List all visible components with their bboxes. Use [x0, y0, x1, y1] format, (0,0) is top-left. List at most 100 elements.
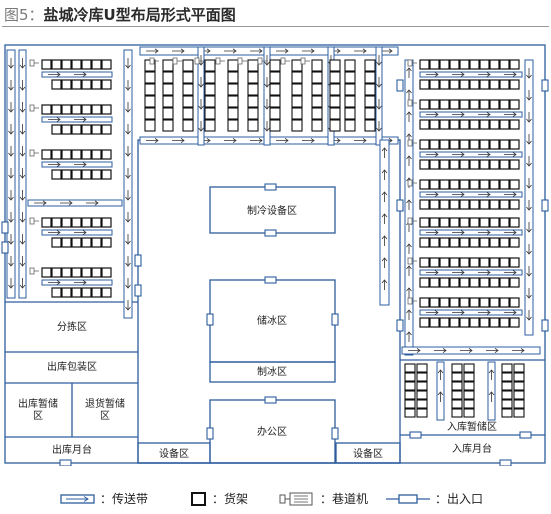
- shelf-unit: [419, 119, 430, 130]
- shelf-unit: [469, 217, 480, 228]
- shelf-unit: [344, 107, 356, 120]
- shelf-unit: [469, 179, 480, 190]
- zone-label-outbound-packing: 出库包装区: [47, 360, 97, 373]
- shelf-unit: [227, 71, 239, 84]
- shelf-unit: [344, 59, 356, 72]
- shelf-unit: [182, 83, 194, 96]
- shelf-unit: [291, 95, 303, 108]
- shelf-unit: [71, 169, 82, 180]
- figure-title: 图5：盐城冷库U型布局形式平面图: [4, 4, 236, 25]
- shelf-unit: [329, 59, 341, 72]
- shelf-unit: [144, 71, 156, 84]
- shelf-unit: [71, 59, 82, 70]
- shelf-unit: [144, 95, 156, 108]
- shelf-unit: [269, 119, 281, 132]
- shelf-unit: [469, 277, 480, 288]
- shelf-unit: [61, 124, 72, 135]
- shelf-unit: [227, 59, 239, 72]
- shelf-unit: [509, 217, 520, 228]
- shelf-unit: [291, 83, 303, 96]
- shelf-unit: [81, 104, 92, 115]
- shelf-unit: [419, 179, 430, 190]
- shelf-unit: [329, 119, 341, 132]
- shelf-unit: [429, 199, 440, 210]
- shelf-unit: [71, 124, 82, 135]
- shelf-unit: [269, 59, 281, 72]
- conveyor-belt: [419, 191, 523, 198]
- shelf-unit: [489, 317, 500, 328]
- door-marker: [206, 427, 214, 440]
- stacker-machine: [280, 57, 290, 65]
- shelf-unit: [469, 237, 480, 248]
- shelf-unit: [459, 79, 470, 90]
- shelf-unit: [182, 119, 194, 132]
- shelf-unit: [81, 169, 92, 180]
- door-marker: [264, 396, 277, 404]
- shelf-unit: [291, 59, 303, 72]
- shelf-unit: [513, 372, 525, 382]
- legend-item-stacker: ：巷道机: [278, 490, 368, 507]
- conveyor-belt: [524, 59, 534, 336]
- shelf-unit: [479, 139, 490, 150]
- shelf-unit: [419, 277, 430, 288]
- stacker-machine: [29, 149, 39, 157]
- floor-plan: 分拣区 出库包装区 出库暂储区 退货暂储区 出库月台 设备区 制冷设备区 储冰区…: [1, 44, 549, 466]
- shelf-unit: [162, 95, 174, 108]
- shelf-unit: [449, 159, 460, 170]
- shelf-unit: [469, 297, 480, 308]
- shelf-unit: [182, 59, 194, 72]
- shelf-unit: [311, 119, 323, 132]
- shelf-unit: [61, 79, 72, 90]
- legend-item-conveyor: ：传送带: [60, 490, 148, 507]
- shelf-unit: [329, 95, 341, 108]
- shelf-unit: [479, 59, 490, 70]
- shelf-unit: [71, 79, 82, 90]
- conveyor-belt: [419, 71, 523, 78]
- shelf-unit: [463, 399, 475, 409]
- shelf-unit: [101, 267, 112, 278]
- shelf-unit: [419, 159, 430, 170]
- shelf-unit: [449, 257, 460, 268]
- shelf-unit: [449, 297, 460, 308]
- shelf-unit: [513, 381, 525, 391]
- door-marker: [396, 199, 404, 212]
- shelf-unit: [501, 363, 513, 373]
- shelf-unit: [499, 119, 510, 130]
- shelf-unit: [479, 119, 490, 130]
- shelf-unit: [509, 317, 520, 328]
- shelf-unit: [101, 104, 112, 115]
- conveyor-belt: [41, 229, 113, 236]
- shelf-unit: [61, 287, 72, 298]
- shelf-unit: [469, 317, 480, 328]
- shelf-unit: [81, 267, 92, 278]
- shelf-unit: [469, 119, 480, 130]
- shelf-unit: [489, 119, 500, 130]
- conveyor-belt: [419, 151, 523, 158]
- shelf-unit: [269, 71, 281, 84]
- zone-label-office: 办公区: [257, 425, 287, 438]
- shelf-unit: [247, 71, 259, 84]
- shelf-unit: [81, 149, 92, 160]
- shelf-unit: [204, 119, 216, 132]
- shelf-unit: [81, 217, 92, 228]
- door-marker: [541, 79, 549, 92]
- shelf-unit: [449, 59, 460, 70]
- stacker-machine: [172, 57, 182, 65]
- shelf-unit: [499, 237, 510, 248]
- shelf-unit: [489, 257, 500, 268]
- door-layer: [1, 79, 549, 466]
- shelf-unit: [489, 217, 500, 228]
- shelf-unit: [41, 149, 52, 160]
- shelf-unit: [459, 139, 470, 150]
- shelf-unit: [101, 59, 112, 70]
- conveyor-belt: [263, 46, 271, 146]
- shelf-unit: [71, 149, 82, 160]
- shelf-unit: [404, 390, 416, 400]
- shelf-unit: [513, 390, 525, 400]
- shelf-unit: [51, 267, 62, 278]
- shelf-unit: [479, 159, 490, 170]
- zone-label-sorting: 分拣区: [57, 320, 87, 333]
- shelf-unit: [479, 217, 490, 228]
- shelf-unit: [101, 79, 112, 90]
- shelf-unit: [227, 83, 239, 96]
